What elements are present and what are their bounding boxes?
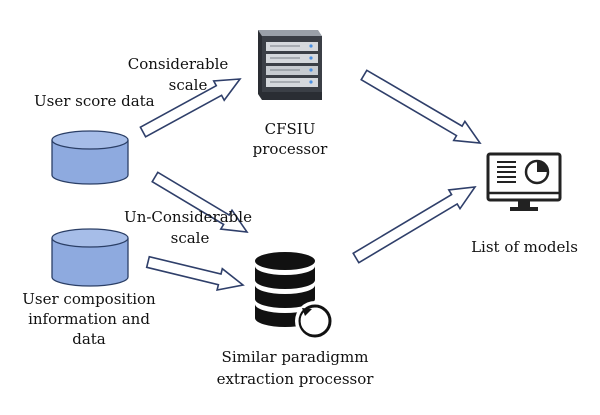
arrow-score-to-cfsiu xyxy=(139,78,242,138)
cfsiu-processor-label-line1: CFSIU xyxy=(264,120,316,138)
arrow-composition-to-similar xyxy=(145,255,245,292)
considerable-scale-label-line2: scale xyxy=(168,76,208,94)
arrow-score-to-similar xyxy=(151,171,249,233)
user-composition-cylinder xyxy=(51,228,129,287)
un-considerable-scale-label-line1: Un-Considerable xyxy=(124,208,252,226)
un-considerable-scale-label-line2: scale xyxy=(170,229,210,247)
arrow-cfsiu-to-models xyxy=(360,69,482,144)
cfsiu-processor-label-line2: processor xyxy=(252,140,328,158)
user-composition-label-line2: information and xyxy=(28,310,150,328)
database-sync-icon xyxy=(255,252,335,341)
monitor-chart-icon xyxy=(486,152,562,211)
arrow-similar-to-models xyxy=(352,186,477,264)
arrows xyxy=(139,69,482,292)
similar-paradigm-label-line2: extraction processor xyxy=(216,370,374,388)
user-composition-label-line3: data xyxy=(72,330,106,348)
server-icon xyxy=(258,30,322,100)
list-of-models-label: List of models xyxy=(471,238,578,256)
similar-paradigm-label-line1: Similar paradigmm xyxy=(221,348,369,366)
considerable-scale-label-line1: Considerable xyxy=(127,55,229,73)
user-score-data-cylinder xyxy=(51,130,129,185)
user-composition-label-line1: User composition xyxy=(22,290,156,308)
user-score-data-label: User score data xyxy=(34,92,155,110)
